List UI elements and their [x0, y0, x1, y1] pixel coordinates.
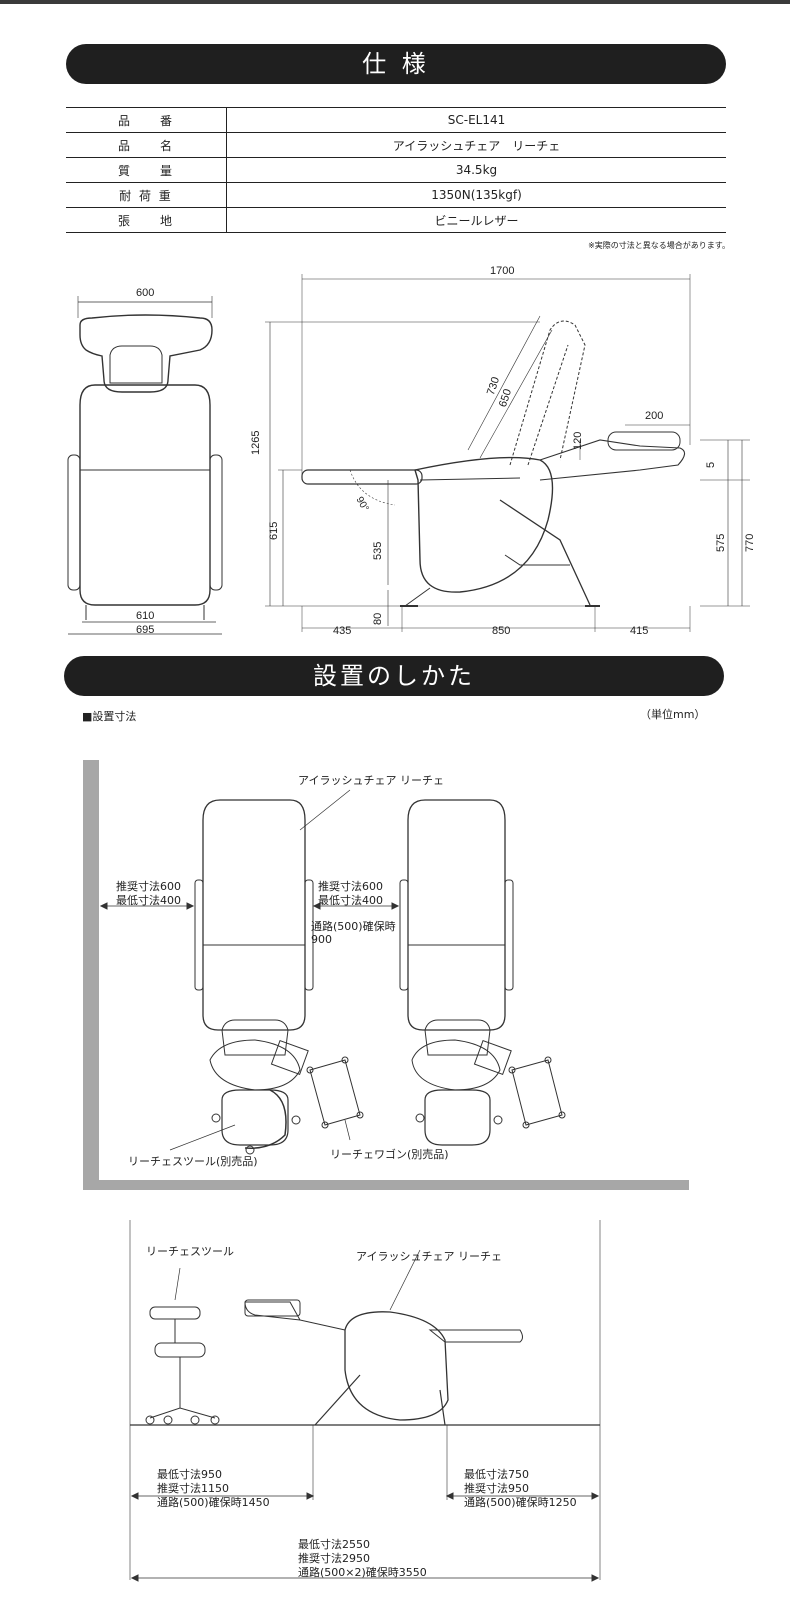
elevation-left-aisle: 通路(500)確保時1450 — [157, 1496, 270, 1509]
plan-wagon-label: リーチェワゴン(別売品) — [330, 1148, 449, 1161]
install-dimensions-label: ■設置寸法 — [82, 710, 137, 723]
spec-section-banner: 仕 様 — [66, 44, 726, 84]
dim-seat-height: 615 — [268, 521, 280, 540]
elevation-total-aisle: 通路(500×2)確保時3550 — [298, 1566, 427, 1579]
dim-front-extension: 435 — [333, 625, 352, 637]
spec-row: 質 量 34.5kg — [66, 157, 726, 183]
spec-row: 耐 荷 重 1350N(135kgf) — [66, 182, 726, 208]
spec-value: 34.5kg — [226, 157, 726, 183]
spec-value: 1350N(135kgf) — [226, 182, 726, 208]
dim-front-width: 600 — [136, 287, 155, 299]
elevation-right-recommended: 推奨寸法950 — [464, 1482, 529, 1495]
plan-mid-aisle: 通路(500)確保時 — [311, 920, 396, 933]
spec-value: ビニールレザー — [226, 207, 726, 233]
dim-foot-height: 80 — [372, 612, 384, 625]
plan-view-drawing — [83, 760, 689, 1190]
plan-mid-aisle-value: 900 — [311, 933, 332, 946]
dim-side-length: 1700 — [490, 265, 515, 277]
plan-chair-label: アイラッシュチェア リーチェ — [298, 774, 444, 787]
front-view-drawing — [67, 296, 223, 635]
dim-side-height: 1265 — [250, 430, 262, 455]
dim-seat-depth: 535 — [372, 541, 384, 560]
elevation-chair-label: アイラッシュチェア リーチェ — [356, 1250, 502, 1263]
dim-front-total: 695 — [136, 624, 155, 636]
dim-head-width: 200 — [645, 410, 664, 422]
spec-section-title: 仕 様 — [362, 50, 430, 78]
top-border — [0, 0, 790, 4]
dim-base-length: 850 — [492, 625, 511, 637]
plan-left-minimum: 最低寸法400 — [116, 894, 181, 907]
dim-head-offset: 5 — [705, 461, 717, 468]
spec-value: アイラッシュチェア リーチェ — [226, 132, 726, 158]
spec-row: 品 名 アイラッシュチェア リーチェ — [66, 132, 726, 158]
spec-key: 品 番 — [66, 107, 227, 133]
dim-front-base: 610 — [136, 610, 155, 622]
dim-head-height-high: 770 — [744, 533, 756, 552]
plan-left-recommended: 推奨寸法600 — [116, 880, 181, 893]
elevation-total-recommended: 推奨寸法2950 — [298, 1552, 370, 1565]
spec-row: 張 地 ビニールレザー — [66, 207, 726, 233]
spec-key: 張 地 — [66, 207, 227, 233]
elevation-left-recommended: 推奨寸法1150 — [157, 1482, 229, 1495]
dim-head-raise: 120 — [572, 431, 584, 450]
elevation-left-minimum: 最低寸法950 — [157, 1468, 222, 1481]
spec-key: 質 量 — [66, 157, 227, 183]
elevation-view-drawing — [129, 1220, 601, 1582]
elevation-stool-label: リーチェスツール — [146, 1245, 234, 1258]
dim-head-height-low: 575 — [715, 533, 727, 552]
plan-mid-recommended: 推奨寸法600 — [318, 880, 383, 893]
dimension-note: ※実際の寸法と異なる場合があります。 — [588, 241, 730, 250]
spec-table: 品 番 SC-EL141 品 名 アイラッシュチェア リーチェ 質 量 34.5… — [66, 107, 726, 233]
plan-stool-label: リーチェスツール(別売品) — [128, 1155, 258, 1168]
install-section-banner: 設置のしかた — [64, 656, 724, 696]
elevation-right-aisle: 通路(500)確保時1250 — [464, 1496, 577, 1509]
unit-label: （単位mm） — [640, 708, 706, 721]
elevation-right-minimum: 最低寸法750 — [464, 1468, 529, 1481]
side-view-drawing — [265, 274, 750, 632]
install-section-title: 設置のしかた — [313, 662, 475, 690]
plan-mid-minimum: 最低寸法400 — [318, 894, 383, 907]
dim-rear-extension: 415 — [630, 625, 649, 637]
elevation-total-minimum: 最低寸法2550 — [298, 1538, 370, 1551]
